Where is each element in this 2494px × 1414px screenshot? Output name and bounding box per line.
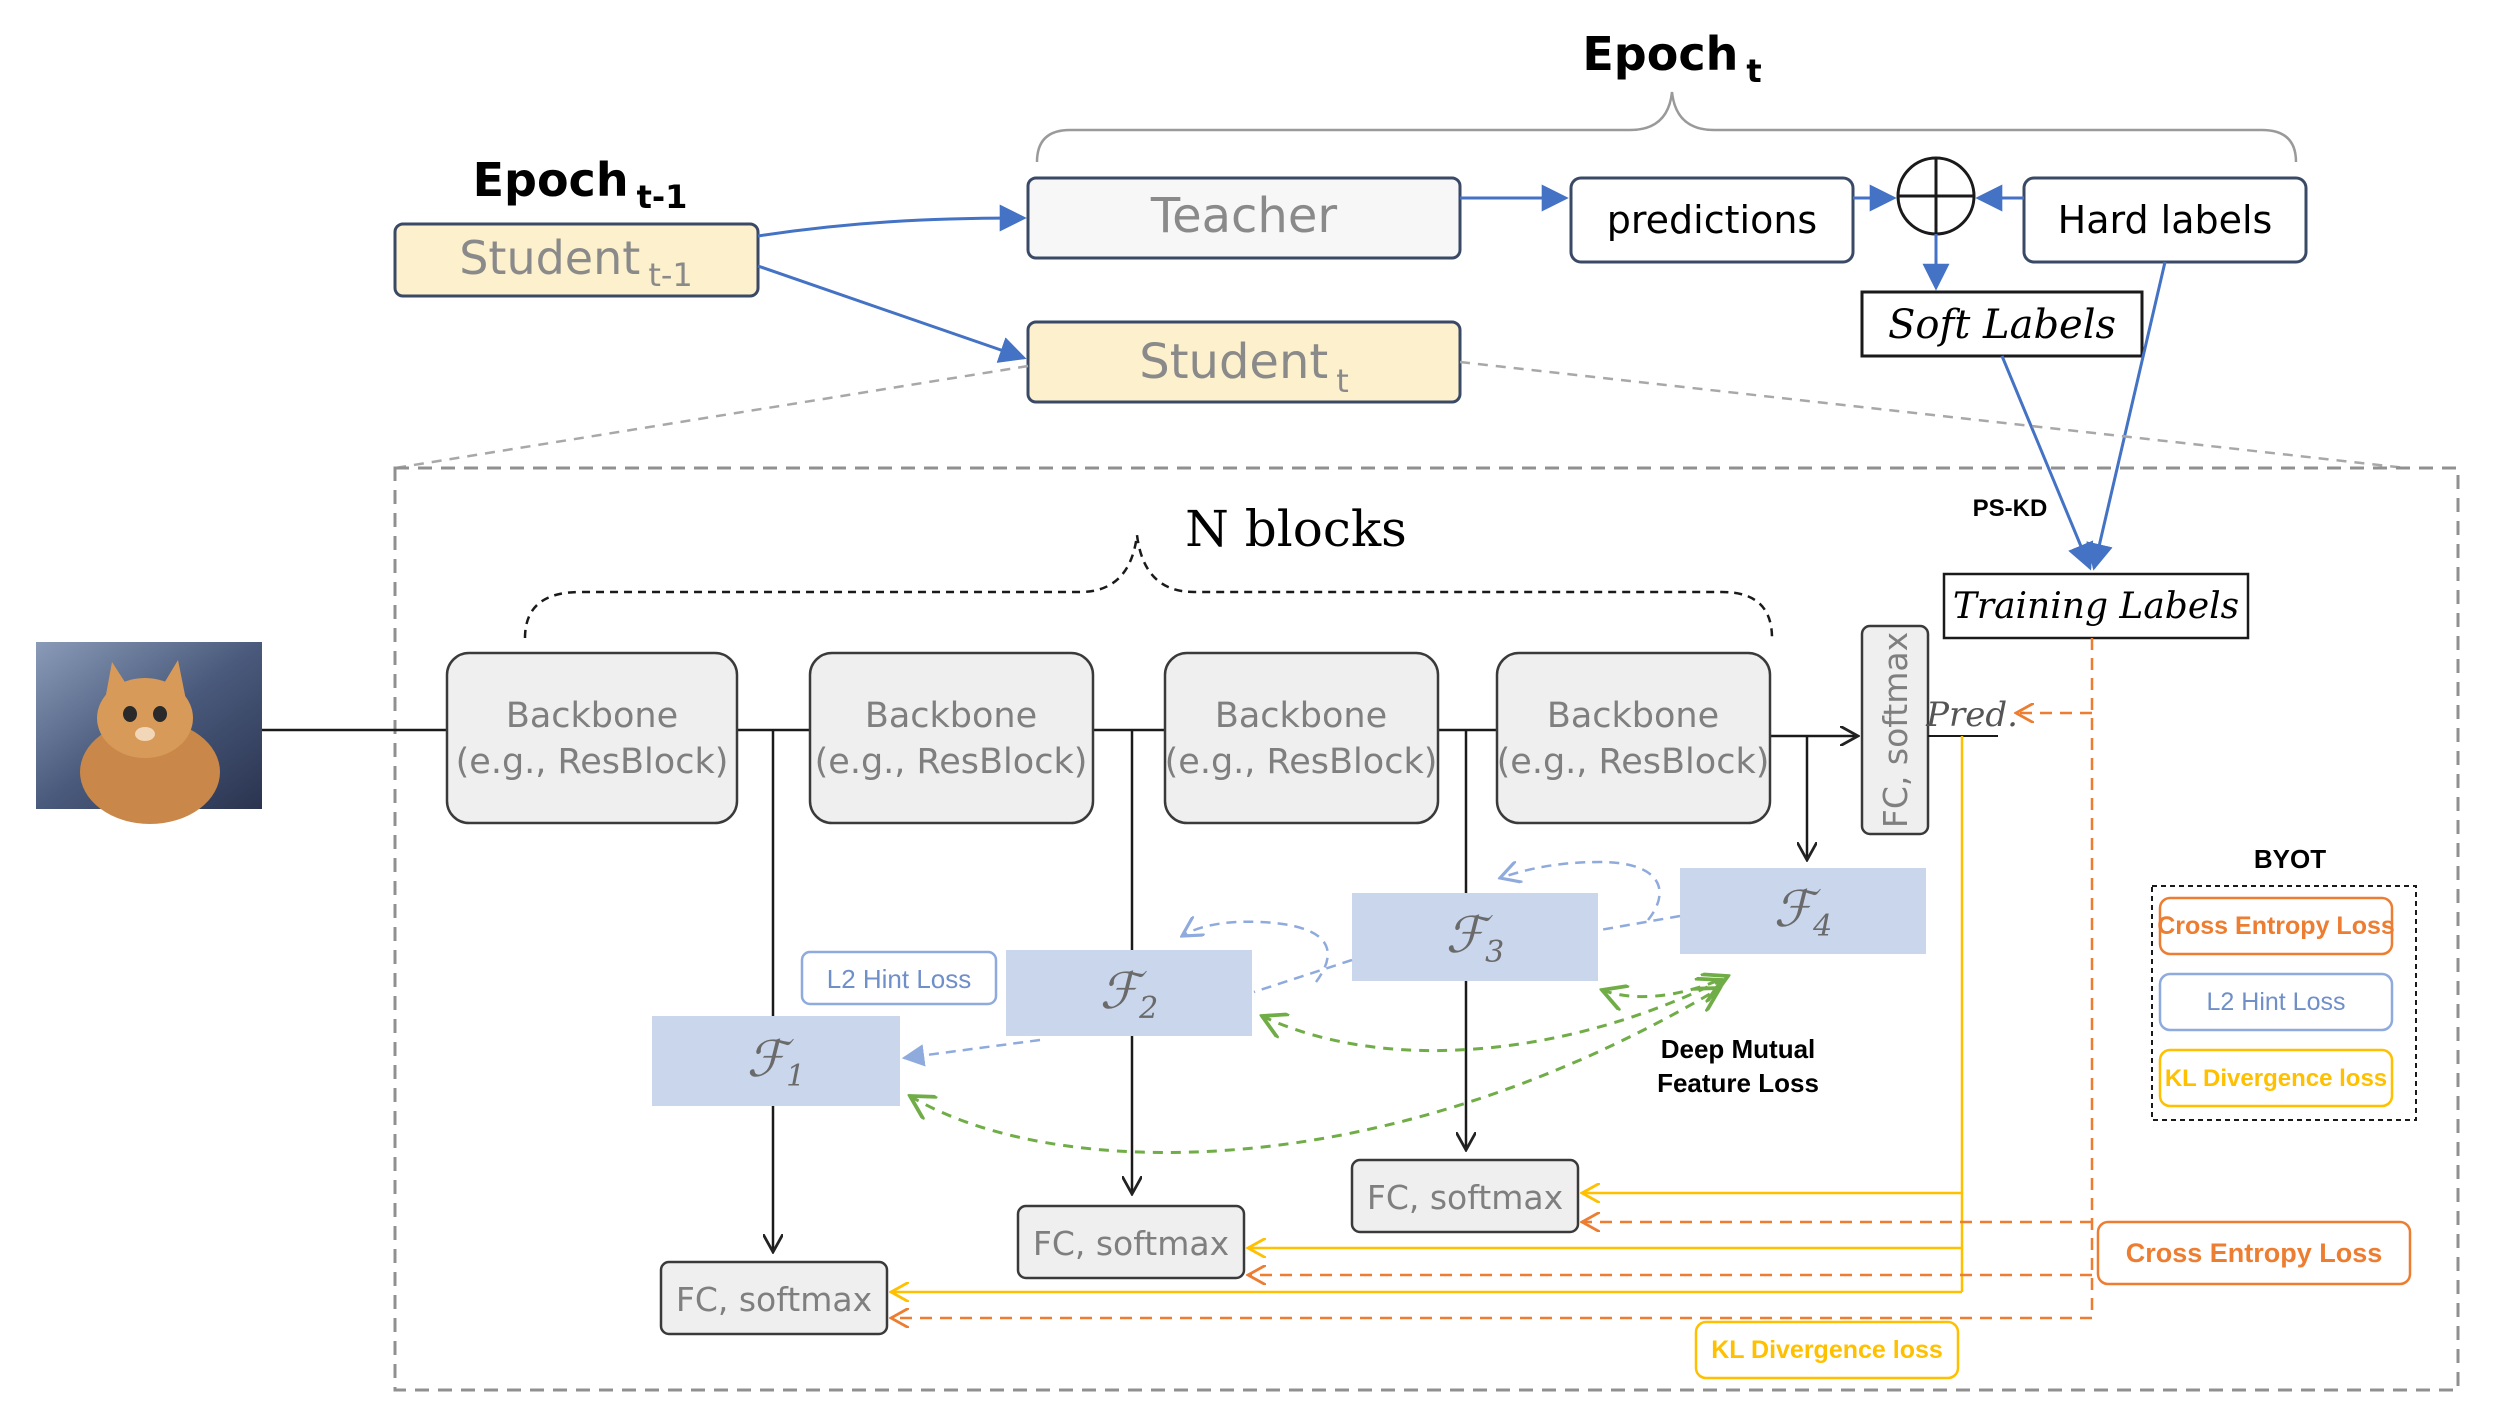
fc-softmax-1: FC, softmax (659, 1260, 889, 1336)
arrow-student-to-student-t (757, 264, 1027, 363)
backbone-block-4: Backbone (e.g., ResBlock) (1495, 651, 1772, 825)
svg-text:predictions: predictions (1607, 198, 1817, 242)
hint-loop-f3 (1500, 860, 1661, 921)
svg-text:Hard labels: Hard labels (2058, 198, 2273, 242)
svg-text:Cross Entropy Loss: Cross Entropy Loss (2126, 1238, 2383, 1268)
n-blocks-brace (523, 534, 1774, 639)
training-labels-box: Training Labels (1942, 572, 2250, 640)
svg-text:(e.g., ResBlock): (e.g., ResBlock) (1165, 742, 1438, 782)
feature-f2: ℱ2 (1006, 950, 1252, 1036)
hard-labels-box: Hard labels (2022, 176, 2308, 264)
backbone-block-3: Backbone (e.g., ResBlock) (1163, 651, 1440, 825)
soft-labels-box: Soft Labels (1860, 290, 2144, 358)
predictions-box: predictions (1569, 176, 1855, 264)
svg-text:(e.g., ResBlock): (e.g., ResBlock) (815, 742, 1088, 782)
student-detail-frame (393, 466, 2460, 1392)
hint-arrow-f2-f1 (901, 1038, 1041, 1067)
zoom-guide-left (394, 364, 1029, 470)
hint-loop-f2 (1182, 922, 1329, 983)
svg-text:L2 Hint Loss: L2 Hint Loss (827, 964, 972, 994)
mutual-curve-f3-f4 (1602, 976, 1728, 997)
deep-mutual-label-2: Feature Loss (1657, 1068, 1819, 1098)
backbone-block-2: Backbone (e.g., ResBlock) (808, 651, 1095, 825)
cross-entropy-loss-label: Cross Entropy Loss (2096, 1220, 2412, 1286)
feature-f4: ℱ4 (1680, 868, 1926, 954)
svg-text:Backbone: Backbone (865, 696, 1037, 736)
pred-label: Pred. (1925, 695, 2018, 735)
backbone-block-1: Backbone (e.g., ResBlock) (445, 651, 739, 825)
svg-text:Training Labels: Training Labels (1953, 586, 2239, 627)
legend-item-l2-hint: L2 Hint Loss (2158, 972, 2394, 1032)
fc-softmax-3: FC, softmax (1350, 1158, 1580, 1234)
legend-byot: BYOT Cross Entropy Loss L2 Hint Loss KL … (2151, 844, 2417, 1121)
svg-text:Backbone: Backbone (506, 696, 678, 736)
svg-text:FC, softmax: FC, softmax (1367, 1178, 1563, 1217)
fc-softmax-2: FC, softmax (1016, 1204, 1246, 1280)
svg-text:(e.g., ResBlock): (e.g., ResBlock) (456, 742, 729, 782)
deep-mutual-label-1: Deep Mutual (1661, 1034, 1816, 1064)
arrow-student-to-teacher (757, 204, 1027, 238)
arrow-softlabels-to-training (2000, 355, 2094, 571)
final-fc-softmax: FC, softmax (1860, 624, 1930, 836)
mutual-curve-f2-f4 (1262, 980, 1722, 1053)
ps-kd-label: PS-KD (1973, 495, 2048, 522)
zoom-guide-right (1459, 360, 2407, 470)
feature-f3: ℱ3 (1352, 893, 1598, 981)
svg-text:Backbone: Backbone (1547, 696, 1719, 736)
svg-text:Backbone: Backbone (1215, 696, 1387, 736)
svg-text:Teacher: Teacher (1150, 188, 1337, 244)
legend-item-kl-divergence: KL Divergence loss (2158, 1048, 2394, 1108)
input-cat-image (36, 642, 262, 824)
hint-arrow-f4-f3 (1599, 914, 1681, 932)
svg-text:KL Divergence loss: KL Divergence loss (1711, 1336, 1943, 1364)
n-blocks-label: N blocks (1185, 500, 1407, 558)
svg-text:FC, softmax: FC, softmax (1033, 1224, 1229, 1263)
mutual-curve-f1-f4 (910, 988, 1720, 1154)
svg-text:Soft Labels: Soft Labels (1888, 302, 2116, 348)
hint-arrow-f3-f2 (1253, 958, 1353, 994)
svg-text:FC, softmax: FC, softmax (676, 1280, 872, 1319)
svg-text:Cross Entropy Loss: Cross Entropy Loss (2157, 912, 2395, 940)
kl-divergence-loss-label: KL Divergence loss (1694, 1320, 1960, 1380)
svg-text:L2 Hint Loss: L2 Hint Loss (2207, 988, 2346, 1016)
l2-hint-loss-label: L2 Hint Loss (800, 950, 998, 1006)
svg-text:KL Divergence loss: KL Divergence loss (2165, 1065, 2387, 1092)
svg-text:(e.g., ResBlock): (e.g., ResBlock) (1497, 742, 1770, 782)
legend-item-cross-entropy: Cross Entropy Loss (2157, 896, 2395, 956)
arrow-hardlabels-to-training (2086, 261, 2167, 571)
feature-f1: ℱ1 (652, 1016, 900, 1106)
svg-text:FC, softmax: FC, softmax (1876, 632, 1915, 828)
combine-plus-icon (1896, 156, 1976, 236)
teacher-box: Teacher (1026, 176, 1462, 260)
epoch-t-brace (1035, 91, 2298, 163)
svg-text:BYOT: BYOT (2254, 844, 2326, 874)
